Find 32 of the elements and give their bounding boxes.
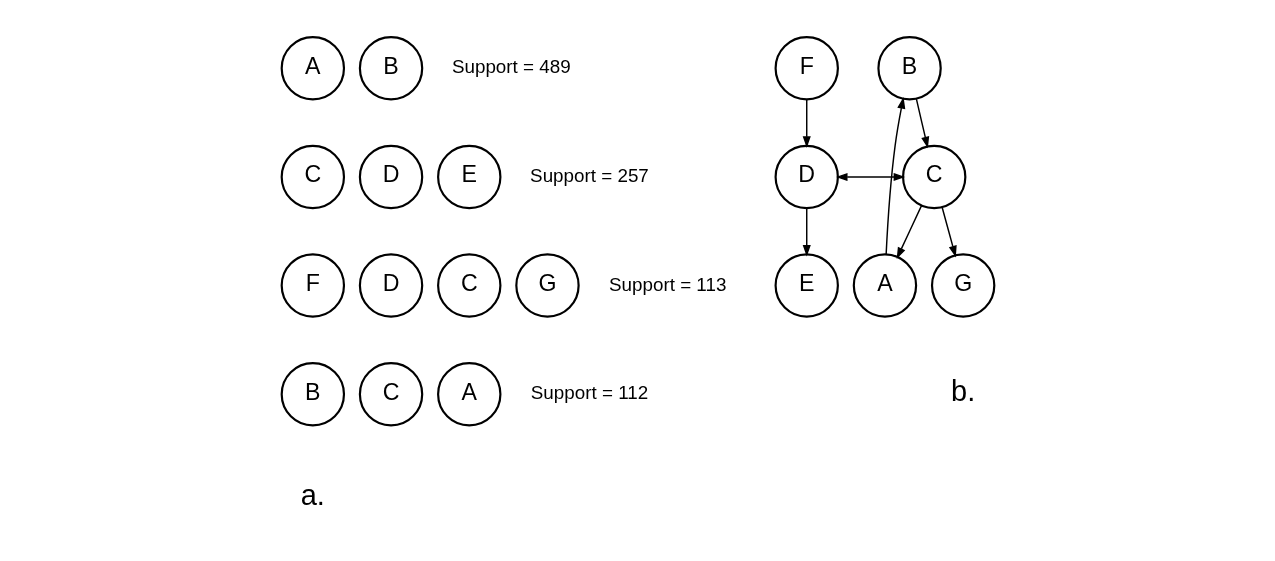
node-circle: E	[774, 253, 839, 318]
arrow	[835, 172, 905, 181]
node-circle: G	[514, 253, 580, 318]
node-circle: B	[358, 36, 423, 101]
node-circle: C	[358, 361, 423, 427]
arrow	[896, 204, 922, 259]
node-circle: F	[774, 36, 839, 101]
arrow	[802, 99, 811, 148]
label: Support = 112	[530, 382, 648, 404]
node-circle: A	[436, 361, 501, 427]
node-circle: A	[852, 253, 917, 318]
node-circle: B	[876, 36, 942, 101]
label: Support = 113	[608, 273, 726, 295]
node-circle: D	[358, 253, 423, 318]
label: Support = 489	[451, 56, 571, 78]
node-circle: C	[280, 144, 345, 210]
arrow	[884, 97, 905, 256]
node-circle: B	[280, 361, 345, 427]
node-circle: C	[901, 144, 966, 210]
arrow	[915, 98, 929, 149]
node-circle: D	[774, 144, 839, 210]
label: Support = 257	[529, 164, 649, 186]
node-circle: D	[358, 144, 423, 210]
node-circle: A	[280, 36, 345, 101]
node-circle: F	[280, 253, 345, 318]
arrow	[802, 207, 811, 257]
arrow	[940, 206, 957, 258]
node-circle: G	[930, 253, 995, 318]
label: b.	[950, 375, 975, 408]
label: a.	[300, 479, 325, 511]
node-circle: C	[436, 253, 501, 318]
node-circle: E	[436, 144, 501, 210]
